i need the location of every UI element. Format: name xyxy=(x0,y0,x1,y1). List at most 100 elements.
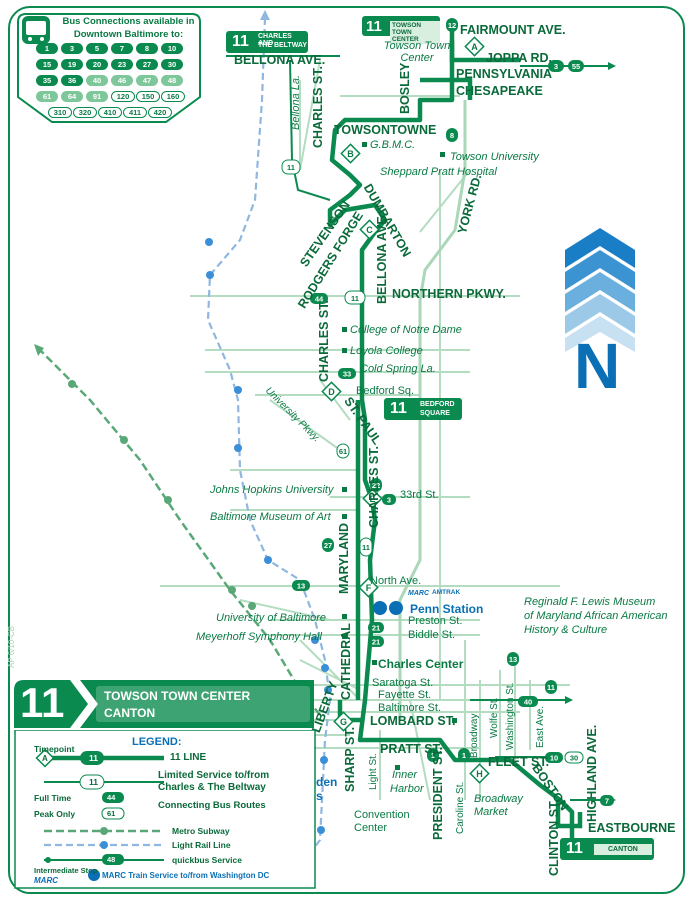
legend-panel xyxy=(14,730,316,889)
street-broadway: Broadway xyxy=(469,713,480,758)
place-lewis-1: Reginald F. Lewis Museum xyxy=(524,596,656,608)
bus-route-chip-15: 15 xyxy=(36,59,58,70)
svg-text:11: 11 xyxy=(547,683,555,692)
bus-route-chip-410: 410 xyxy=(98,107,122,118)
landmarks xyxy=(342,142,457,770)
badge-1b: 1 xyxy=(427,748,439,762)
label-amtrak: AMTRAK xyxy=(432,589,461,596)
limited-line xyxy=(289,59,331,201)
street-eastbourne: EASTBOURNE xyxy=(588,821,676,835)
timepoint-a: A xyxy=(464,36,485,57)
street-fairmount: FAIRMOUNT AVE. xyxy=(460,23,566,37)
badge-11b: 11 xyxy=(359,537,373,557)
legend-light-rail: Light Rail Line xyxy=(172,840,231,850)
street-charles-st-1: CHARLES ST. xyxy=(311,66,325,148)
bus-route-chip-19: 19 xyxy=(61,59,83,70)
street-joppa: JOPPA RD. xyxy=(486,51,552,65)
legend-timepoint-letter: A xyxy=(42,754,48,763)
bus-route-chip-10: 10 xyxy=(161,43,183,54)
place-charles-center: Charles Center xyxy=(378,657,464,671)
bus-route-chip-30: 30 xyxy=(161,59,183,70)
sign-bedford-square: 11 BEDFORD SQUARE xyxy=(384,398,462,420)
bus-route-chip-1: 1 xyxy=(36,43,58,54)
badge-13b: 13 xyxy=(507,652,519,666)
svg-text:G: G xyxy=(340,717,347,727)
place-penn-station: Penn Station xyxy=(410,602,484,616)
york-rd xyxy=(398,100,467,720)
rail-stations xyxy=(205,238,332,834)
street-towsontowne: TOWSONTOWNE xyxy=(334,123,437,137)
svg-text:D: D xyxy=(328,387,335,397)
badge-27: 27 xyxy=(322,538,334,552)
bus-route-chip-310: 310 xyxy=(48,107,72,118)
place-gbmc: G.B.M.C. xyxy=(370,139,416,151)
svg-text:A: A xyxy=(471,42,478,52)
bus-route-chip-27: 27 xyxy=(136,59,158,70)
badge-7: 7 xyxy=(600,795,614,806)
label-marc-penn: MARC xyxy=(408,590,429,597)
penn-station-icons xyxy=(373,601,403,615)
timepoint-h: H xyxy=(469,763,490,784)
light-rail-line xyxy=(206,17,332,881)
badge-8: 8 xyxy=(446,128,458,142)
street-pennsylvania: PENNSYLVANIA xyxy=(456,67,553,81)
bus-route-chip-35: 35 xyxy=(36,75,58,86)
svg-text:11: 11 xyxy=(362,543,370,552)
metro-stations xyxy=(68,380,304,698)
place-jhu: Johns Hopkins University xyxy=(210,484,334,496)
street-wolfe: Wolfe St. xyxy=(489,697,500,738)
bus-route-chip-40: 40 xyxy=(86,75,108,86)
legend-line-label: 11 LINE xyxy=(170,752,207,763)
place-broadway-market-2: Market xyxy=(474,806,508,818)
bus-route-chip-61: 61 xyxy=(36,91,58,102)
bus-connections-title: Bus Connections available in Downtown Ba… xyxy=(62,16,195,40)
route-name-1: TOWSON TOWN CENTER xyxy=(104,689,251,703)
street-cold-spring: Cold Spring La. xyxy=(360,363,436,375)
badge-11d: 11 xyxy=(545,680,557,694)
route-11-penn-branch xyxy=(420,77,473,100)
svg-text:44: 44 xyxy=(315,295,324,304)
street-northern-pkwy: NORTHERN PKWY. xyxy=(392,287,506,301)
sign-towson-town-center: 11 TOWSON TOWN CENTER xyxy=(362,16,440,44)
svg-text:13: 13 xyxy=(509,655,517,664)
place-convention-2: Center xyxy=(354,822,388,834)
bus-route-chip-320: 320 xyxy=(73,107,97,118)
badge-21a: 21 xyxy=(368,622,384,633)
legend-chip-11: 11 xyxy=(89,753,98,763)
badge-55: 55 xyxy=(568,60,584,72)
legend-intermediate: Intermediate Stop xyxy=(34,866,98,875)
svg-text:55: 55 xyxy=(572,62,580,71)
bus-route-chip-160: 160 xyxy=(161,91,185,102)
route-title-bar xyxy=(14,680,314,728)
legend-marc: MARC Train Service to/from Washington DC xyxy=(102,871,270,880)
svg-text:12: 12 xyxy=(448,21,456,30)
street-lombard: LOMBARD ST. xyxy=(370,714,456,728)
street-preston: Preston St. xyxy=(408,615,463,627)
badge-40: 40 xyxy=(518,696,538,707)
legend-marc-logo: MARC xyxy=(34,876,58,885)
legend-metro: Metro Subway xyxy=(172,826,230,836)
bus-route-chip-20: 20 xyxy=(86,59,108,70)
svg-text:1: 1 xyxy=(431,751,435,760)
bus-route-chip-411: 411 xyxy=(123,107,147,118)
street-washington: Washington St. xyxy=(505,682,516,750)
legend-title: LEGEND: xyxy=(132,736,182,748)
street-biddle: Biddle St. xyxy=(408,629,456,641)
svg-text:F: F xyxy=(366,583,372,593)
street-caroline: Caroline St. xyxy=(455,781,466,834)
legend-limited-2: Charles & The Beltway xyxy=(158,782,266,793)
svg-text:11: 11 xyxy=(351,294,359,303)
place-towson-university: Towson University xyxy=(450,151,539,163)
badge-44: 44 xyxy=(310,293,328,304)
bus-route-chip-91: 91 xyxy=(86,91,108,102)
svg-text:33: 33 xyxy=(343,370,351,379)
street-light: Light St. xyxy=(368,753,379,790)
bus-route-chip-150: 150 xyxy=(136,91,160,102)
bus-route-chip-420: 420 xyxy=(148,107,172,118)
timepoint-f: F xyxy=(358,577,379,598)
bus-route-chip-5: 5 xyxy=(86,43,108,54)
bus-route-chip-120: 120 xyxy=(111,91,135,102)
timepoint-e: E xyxy=(362,488,383,509)
svg-text:C: C xyxy=(366,225,373,235)
legend-limited-1: Limited Service to/from xyxy=(158,770,270,781)
